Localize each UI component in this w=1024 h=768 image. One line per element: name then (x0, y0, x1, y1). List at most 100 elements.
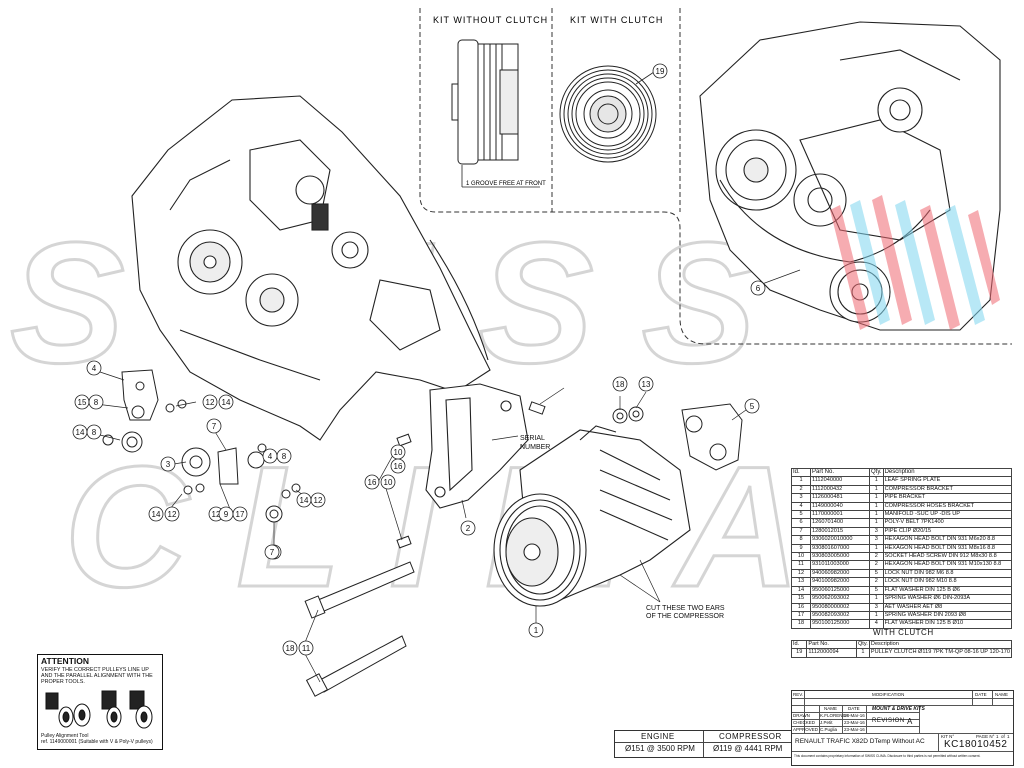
callout-label: 18 (616, 380, 625, 389)
cell-description: HEXAGON HEAD BOLT DIN 931 M8x16 8.8 (882, 543, 1013, 554)
callout-label: 12 (314, 496, 323, 505)
callout-label: 4 (268, 452, 273, 461)
rev-label: REV. (793, 692, 804, 697)
callout-label: 7 (270, 548, 275, 557)
section-label: MOUNT & DRIVE KITS (872, 706, 925, 712)
cell-id: 11 (791, 560, 811, 570)
clutchless-pulley-side-view (451, 39, 519, 165)
callout-label: 1 (534, 626, 539, 635)
callout-label: 2 (466, 524, 471, 533)
compressor (493, 425, 691, 607)
callout-label: 14 (222, 398, 231, 407)
cell-id: 16 (791, 602, 811, 612)
callout-label: 11 (302, 644, 311, 653)
callout-label: 17 (236, 510, 245, 519)
attention-box: ATTENTION VERIFY THE CORRECT PULLEYS LIN… (37, 654, 163, 750)
col-qty: Qty. (855, 639, 870, 650)
compressor-value: Ø119 @ 4441 RPM (713, 744, 783, 753)
alignment-tool-ref: ref. 1149000001 (Suitable with V & Poly-… (41, 738, 153, 745)
cell-part-no: 9306020010000 (810, 535, 870, 545)
cell-part-no: 950062093002 (810, 594, 870, 604)
callout-bubble: 14 (296, 492, 312, 508)
cell-qty: 1 (869, 518, 884, 528)
cell-id: 14 (791, 585, 811, 596)
approved-label: APPROVED (793, 727, 819, 732)
cell-id: 9 (791, 543, 811, 554)
brand-stripes (830, 195, 1000, 330)
cell-id: 12 (791, 568, 811, 579)
drawn-name: K.FLORENSA (820, 713, 849, 718)
col-qty: Qty. (869, 467, 884, 478)
callout-bubble: 9 (218, 506, 234, 522)
cell-qty: 4 (869, 619, 884, 629)
callout-bubble: 18 (282, 640, 298, 656)
cell-id: 1 (791, 476, 811, 486)
callout-label: 8 (92, 428, 97, 437)
callout-label: 10 (384, 478, 393, 487)
cell-description: POLY-V BELT 7PK1400 (882, 518, 1013, 528)
cell-description: LEAF SPRING PLATE (882, 476, 1013, 486)
cell-part-no: 950082093002 (810, 610, 870, 621)
callout-bubble: 3 (160, 456, 176, 472)
cell-description: SPRING WASHER DIN 2093 Ø8 (882, 610, 1013, 621)
cell-id: 18 (791, 619, 811, 629)
callout-bubble: 7 (206, 418, 222, 434)
manifold (681, 403, 743, 471)
compressor-label: COMPRESSOR (719, 732, 782, 741)
cell-id: 5 (791, 510, 811, 520)
name-col-label: NAME (824, 706, 838, 711)
title-block: REV. MODIFICATION DATE NAME NAME DATE DR… (791, 690, 1014, 766)
cell-part-no: 930803005000 (810, 552, 870, 562)
callout-bubble: 6 (750, 280, 766, 296)
cell-part-no: 950100125000 (810, 619, 870, 629)
drawn-date: 23-Mar-16 (844, 713, 865, 718)
callout-bubble: 8 (88, 394, 104, 410)
cell-description: LOCK NUT DIN 982 M10 8.8 (882, 577, 1013, 587)
svg-text:19: 19 (656, 67, 665, 76)
cell-qty: 1 (869, 543, 884, 554)
callout-bubble: 4 (86, 360, 102, 376)
cell-description: SOCKET HEAD SCREW DIN 912 M8x30 8.8 (882, 552, 1013, 562)
cell-id: 4 (791, 501, 811, 512)
callout-label: 6 (756, 284, 761, 293)
callout-label: 16 (394, 462, 403, 471)
callout-bubble: 12 (202, 394, 218, 410)
date-col-label: DATE (848, 706, 860, 711)
callout-label: 9 (224, 510, 229, 519)
callout-label: 14 (300, 496, 309, 505)
callout-bubble: 10 (390, 444, 406, 460)
callout-bubble: 8 (276, 448, 292, 464)
page-number: 1 (996, 734, 999, 739)
cell-id: 19 (790, 648, 808, 658)
cell-part-no: 1280012015 (810, 526, 870, 537)
name-label: NAME (995, 692, 1009, 697)
cell-id: 10 (791, 552, 811, 562)
callout-label: 12 (168, 510, 177, 519)
cell-qty: 1 (869, 501, 884, 512)
with-clutch-title: WITH CLUTCH (873, 628, 934, 637)
kit-with-clutch-title: KIT WITH CLUTCH (570, 15, 663, 25)
callout-label: 7 (212, 422, 217, 431)
callout-label: 13 (642, 380, 651, 389)
cell-part-no: 1126000481 (810, 493, 870, 503)
parts-table-header: Id. Part No. Qty. Description (791, 467, 1013, 478)
callout-19: 19 (635, 63, 668, 85)
engine-value: Ø151 @ 3500 RPM (625, 744, 695, 753)
checked-label: CHECKED (793, 720, 816, 725)
callout-label: 14 (76, 428, 85, 437)
cell-qty: 3 (869, 602, 884, 612)
cell-id: 13 (791, 577, 811, 587)
hardware (102, 369, 644, 549)
